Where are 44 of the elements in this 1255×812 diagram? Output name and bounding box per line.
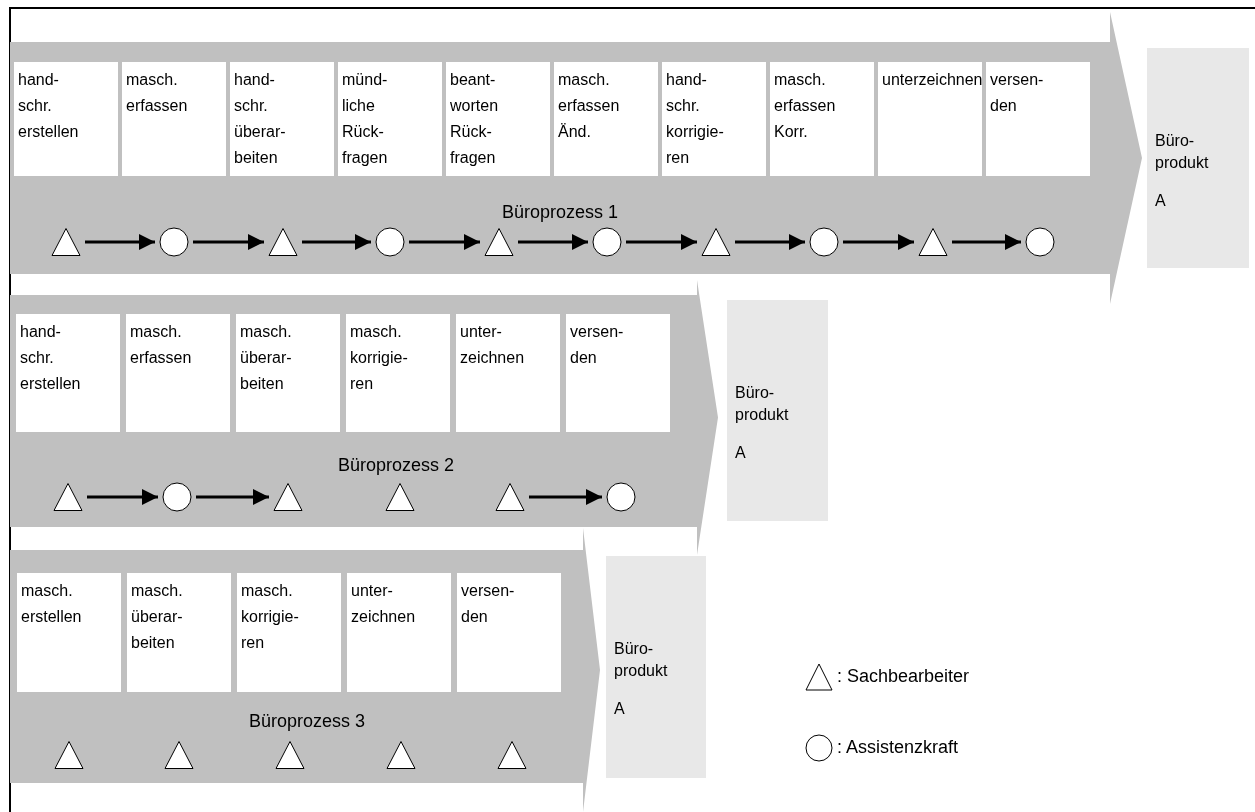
- process-title: Büroprozess 2: [337, 455, 455, 476]
- task-box: masch. korrigie- ren: [346, 314, 450, 432]
- task-box: masch. überar- beiten: [236, 314, 340, 432]
- task-box: masch. erfassen: [126, 314, 230, 432]
- arrow: [626, 233, 697, 251]
- arrow: [87, 488, 158, 506]
- task-box: versen- den: [566, 314, 670, 432]
- arrow: [952, 233, 1021, 251]
- task-box: unterzeichnen: [878, 62, 982, 176]
- arrow: [196, 488, 269, 506]
- product-variant: A: [1155, 191, 1167, 211]
- arrow: [735, 233, 805, 251]
- task-box: masch. korrigie- ren: [237, 573, 341, 692]
- arrow: [409, 233, 480, 251]
- task-box: münd- liche Rück- fragen: [338, 62, 442, 176]
- task-box: hand- schr. korrigie- ren: [662, 62, 766, 176]
- product-label: Büro- produkt: [1155, 131, 1210, 173]
- product-variant: A: [735, 443, 747, 463]
- legend-text: : Sachbearbeiter: [837, 666, 970, 687]
- arrow: [843, 233, 914, 251]
- task-box: hand- schr. erstellen: [16, 314, 120, 432]
- legend-text: : Assistenzkraft: [837, 737, 959, 758]
- task-box: hand- schr. überar- beiten: [230, 62, 334, 176]
- task-box: beant- worten Rück- fragen: [446, 62, 550, 176]
- arrow: [518, 233, 588, 251]
- product-label: Büro- produkt: [614, 639, 669, 681]
- arrow: [85, 233, 155, 251]
- task-box: masch. überar- beiten: [127, 573, 231, 692]
- task-box: versen- den: [986, 62, 1090, 176]
- arrow: [302, 233, 371, 251]
- task-box: masch. erfassen: [122, 62, 226, 176]
- task-box: unter- zeichnen: [456, 314, 560, 432]
- product-label: Büro- produkt: [735, 383, 790, 425]
- task-box: masch. erstellen: [17, 573, 121, 692]
- product-variant: A: [614, 699, 626, 719]
- process-title: Büroprozess 1: [501, 202, 619, 223]
- arrow: [529, 488, 602, 506]
- task-box: masch. erfassen Korr.: [770, 62, 874, 176]
- task-box: masch. erfassen Änd.: [554, 62, 658, 176]
- task-box: hand- schr. erstellen: [14, 62, 118, 176]
- arrow: [193, 233, 264, 251]
- process-title: Büroprozess 3: [248, 711, 366, 732]
- task-box: unter- zeichnen: [347, 573, 451, 692]
- task-box: versen- den: [457, 573, 561, 692]
